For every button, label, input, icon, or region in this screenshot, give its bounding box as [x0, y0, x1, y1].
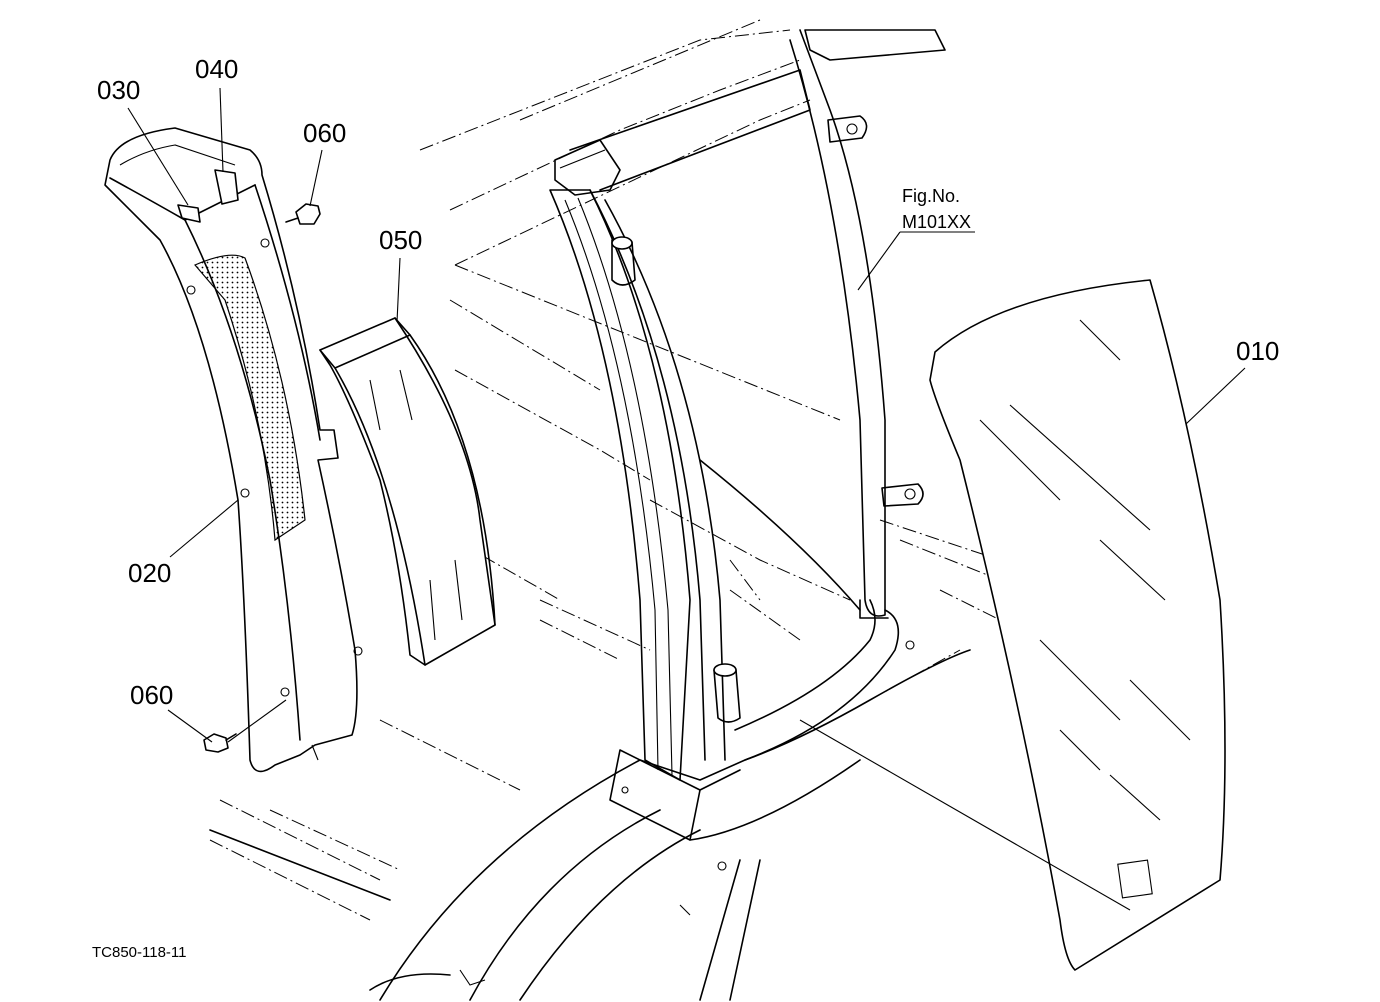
callout-040: 040 — [195, 54, 238, 84]
fig-ref-line1: Fig.No. — [902, 186, 960, 206]
part-010-glass — [929, 279, 1226, 971]
cab-structure — [209, 29, 971, 1001]
part-060-clip-lower — [203, 733, 237, 753]
part-050-pad — [319, 317, 496, 666]
callout-020: 020 — [128, 558, 171, 588]
cab-frame-phantom-lines — [209, 19, 1001, 921]
callout-050: 050 — [379, 225, 422, 255]
callout-060-lower: 060 — [130, 680, 173, 710]
part-020-pillar-trim — [104, 127, 363, 773]
drawing-code: TC850-118-11 — [92, 944, 187, 961]
callout-060-upper: 060 — [303, 118, 346, 148]
leader-lines — [127, 87, 1246, 911]
callout-030: 030 — [97, 75, 140, 105]
part-060-clip-upper — [285, 203, 321, 225]
fig-ref-line2: M101XX — [902, 212, 971, 232]
callout-010: 010 — [1236, 336, 1279, 366]
